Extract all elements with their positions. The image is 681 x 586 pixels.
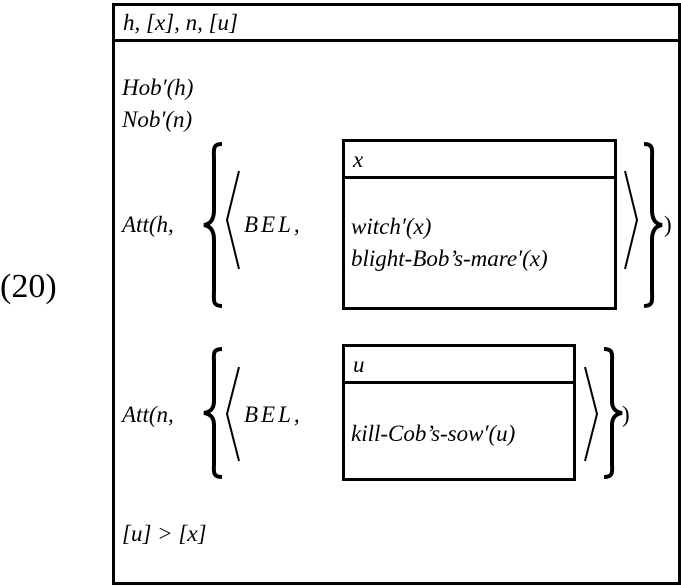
att2-close-paren: ) (622, 402, 630, 427)
att1-right-angle-bracket (624, 170, 639, 270)
att1-close-paren: ) (664, 212, 672, 237)
att2-sub-drs-universe: u (345, 347, 573, 384)
condition-order: [u] > [x] (122, 521, 207, 546)
example-number: (20) (0, 268, 57, 305)
att2-left-angle-bracket (225, 366, 240, 462)
att2-sub-drs-box: u kill-Cob’s-sow′(u) (342, 344, 576, 481)
att2-right-curly-brace (603, 347, 623, 479)
att1-sub-drs-universe: x (345, 142, 614, 179)
att1-left-angle-bracket (225, 170, 240, 270)
att2-right-angle-bracket (584, 366, 599, 462)
att2-condition-kill: kill-Cob’s-sow′(u) (351, 421, 516, 446)
condition-nob: Nob′(n) (122, 107, 193, 132)
att2-prefix: Att(n, (122, 402, 174, 427)
att2-universe-text: u (353, 352, 365, 377)
att1-condition-blight: blight-Bob’s-mare′(x) (351, 246, 548, 271)
att1-right-curly-brace (643, 142, 663, 308)
main-drs-universe: h, [x], n, [u] (115, 6, 678, 42)
main-universe-text: h, [x], n, [u] (123, 10, 239, 35)
att1-sub-drs-box: x witch′(x) blight-Bob’s-mare′(x) (342, 139, 617, 310)
condition-hob: Hob′(h) (122, 75, 194, 100)
att2-left-curly-brace (203, 347, 223, 479)
att1-bel: BEL, (244, 212, 303, 237)
att2-bel: BEL, (244, 402, 303, 427)
att1-condition-witch: witch′(x) (351, 214, 432, 239)
main-drs-box: h, [x], n, [u] (112, 3, 681, 585)
att1-prefix: Att(h, (122, 212, 174, 237)
att1-universe-text: x (353, 147, 364, 172)
att1-left-curly-brace (203, 142, 223, 308)
